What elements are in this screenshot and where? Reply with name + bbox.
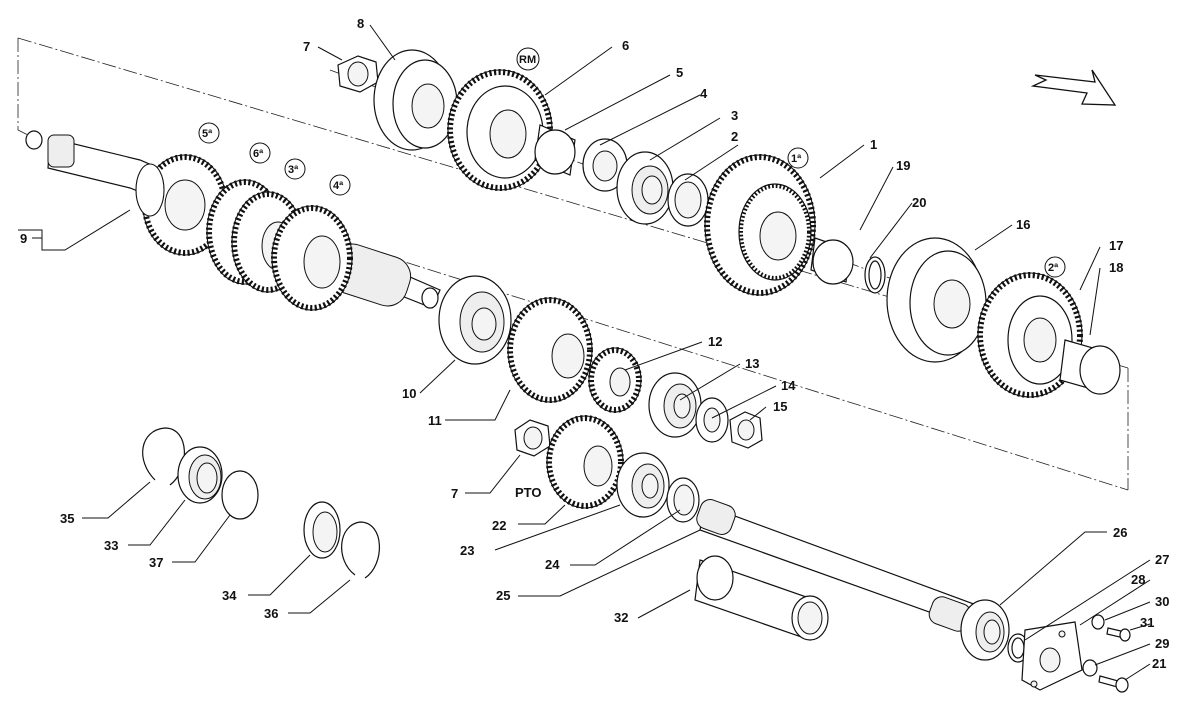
label-17: 17 — [1109, 238, 1123, 253]
bush-34 — [303, 501, 341, 559]
label-8: 8 — [357, 16, 364, 31]
label-33: 33 — [104, 538, 118, 553]
label-5: 5 — [676, 65, 683, 80]
label-36: 36 — [264, 606, 278, 621]
seal-24 — [666, 477, 700, 523]
label-26: 26 — [1113, 525, 1127, 540]
main-shaft-assembly — [25, 130, 441, 311]
label-16: 16 — [1016, 217, 1030, 232]
bearing-13 — [648, 372, 702, 438]
bearing-26 — [960, 599, 1010, 661]
label-30: 30 — [1155, 594, 1169, 609]
label-gear-4: 4ª — [333, 180, 344, 192]
bearing-10 — [438, 275, 512, 365]
label-7-top: 7 — [303, 39, 310, 54]
label-11: 11 — [428, 413, 442, 428]
o-ring-37 — [221, 470, 259, 520]
snap-ring-20 — [864, 256, 886, 294]
label-24: 24 — [545, 557, 560, 572]
label-15: 15 — [773, 399, 787, 414]
label-6: 6 — [622, 38, 629, 53]
bearing-23 — [616, 452, 670, 518]
label-21: 21 — [1152, 656, 1166, 671]
gear-12 — [588, 347, 642, 413]
reverse-gear-rm — [447, 69, 553, 191]
washer-30 — [1091, 614, 1105, 630]
label-1: 1 — [870, 137, 877, 152]
label-2: 2 — [731, 129, 738, 144]
gear-5 — [135, 154, 228, 256]
bearing-3 — [616, 151, 674, 225]
label-32: 32 — [614, 610, 628, 625]
label-29: 29 — [1155, 636, 1169, 651]
label-12: 12 — [708, 334, 722, 349]
coupling-8 — [373, 49, 458, 151]
needle-bearing-5 — [534, 124, 576, 176]
direction-arrow-icon — [1030, 69, 1117, 106]
bolt-21 — [1098, 675, 1129, 693]
label-7-pto: 7 — [451, 486, 458, 501]
gear-2 — [977, 272, 1083, 398]
part-number-labels: 1 2 3 4 5 6 7 8 9 10 11 12 13 14 15 16 1… — [20, 16, 1169, 671]
label-9: 9 — [20, 231, 27, 246]
bolt-31 — [1106, 627, 1131, 642]
label-20: 20 — [912, 195, 926, 210]
label-35: 35 — [60, 511, 74, 526]
needle-bearing-19 — [810, 237, 854, 285]
nut-7-top — [337, 55, 379, 93]
leader-lines — [18, 24, 1151, 681]
label-13: 13 — [745, 356, 759, 371]
gear-ordinal-labels: 5ª 6ª 3ª 4ª 1ª 2ª RM — [198, 47, 1066, 278]
bush-33 — [177, 446, 223, 504]
label-27: 27 — [1155, 552, 1169, 567]
gear-1 — [704, 154, 816, 296]
label-19: 19 — [896, 158, 910, 173]
gear-22-pto — [546, 415, 624, 509]
gear-11 — [507, 297, 593, 403]
sleeve-32 — [694, 555, 829, 641]
label-gear-1: 1ª — [791, 153, 802, 165]
label-10: 10 — [402, 386, 416, 401]
label-23: 23 — [460, 543, 474, 558]
circlip-36 — [341, 521, 380, 579]
label-gear-6: 6ª — [253, 148, 264, 160]
label-gear-2: 2ª — [1048, 262, 1059, 274]
washer-2 — [667, 173, 709, 227]
label-28: 28 — [1131, 572, 1145, 587]
gear-4 — [271, 205, 353, 311]
label-22: 22 — [492, 518, 506, 533]
cover-plate-28 — [1021, 621, 1083, 691]
washer-29 — [1082, 659, 1098, 677]
label-14: 14 — [781, 378, 796, 393]
washer-14 — [695, 397, 729, 443]
label-3: 3 — [731, 108, 738, 123]
synchronizer-16 — [886, 237, 987, 363]
label-37: 37 — [149, 555, 163, 570]
label-gear-3: 3ª — [288, 164, 299, 176]
label-18: 18 — [1109, 260, 1123, 275]
pto-shaft-25 — [696, 499, 991, 633]
label-gear-rm: RM — [519, 54, 536, 66]
needle-bearing-18 — [1059, 339, 1121, 395]
label-31: 31 — [1140, 615, 1154, 630]
spacer-4 — [582, 138, 628, 192]
label-34: 34 — [222, 588, 237, 603]
label-gear-5: 5ª — [202, 128, 213, 140]
nut-15 — [729, 411, 763, 449]
nut-7-pto — [514, 419, 551, 457]
label-25: 25 — [496, 588, 510, 603]
label-pto: PTO — [515, 485, 542, 500]
label-4: 4 — [700, 86, 708, 101]
